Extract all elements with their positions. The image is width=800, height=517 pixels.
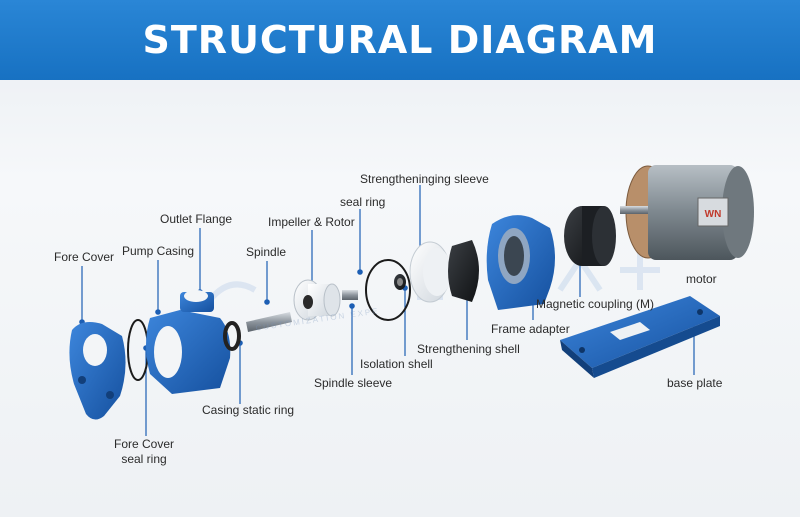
exploded-view-drawing: WN: [69, 165, 754, 436]
label-impeller-rotor: Impeller & Rotor: [268, 215, 355, 229]
page-title: STRUCTURAL DIAGRAM: [142, 18, 658, 62]
label-base-plate: base plate: [667, 376, 723, 390]
label-fore-cover-seal-ring-line2: seal ring: [121, 452, 167, 466]
magnetic-coupling-part: [564, 206, 616, 266]
label-frame-adapter: Frame adapter: [491, 322, 570, 336]
label-seal-ring: seal ring: [340, 195, 386, 209]
isolation-shell-part: [394, 274, 406, 290]
strengthening-sleeve-part: [409, 241, 451, 303]
label-strengthening-sleeve: Strengtheninging sleeve: [360, 172, 489, 186]
label-isolation-shell: Isolation shell: [360, 357, 433, 371]
label-fore-cover-seal-ring: Fore Cover seal ring: [112, 437, 176, 467]
seal-ring-part: [365, 259, 411, 321]
label-magnetic-coupling: Magnetic coupling (M): [536, 297, 655, 311]
impeller-rotor-part: [293, 279, 341, 321]
label-spindle-sleeve: Spindle sleeve: [314, 376, 393, 390]
label-fore-cover: Fore Cover: [54, 250, 115, 264]
fore-cover-part: [69, 322, 126, 420]
motor-badge: WN: [705, 209, 722, 220]
spindle-part: [246, 312, 292, 332]
motor-part: WN: [620, 165, 754, 260]
title-banner: STRUCTURAL DIAGRAM: [0, 0, 800, 80]
pump-casing-part: [146, 290, 231, 394]
strengthening-shell-part: [448, 240, 479, 302]
label-spindle: Spindle: [246, 245, 287, 259]
label-casing-static-ring: Casing static ring: [202, 403, 295, 417]
label-outlet-flange: Outlet Flange: [160, 212, 233, 226]
label-fore-cover-seal-ring-line1: Fore Cover: [113, 437, 175, 451]
label-strengthening-shell: Strengthening shell: [417, 342, 520, 356]
base-plate-part: [560, 296, 720, 378]
label-motor: motor: [686, 272, 717, 286]
spindle-sleeve-part: [342, 290, 358, 300]
frame-adapter-part: [486, 215, 555, 310]
diagram-stage: WN CUSTOMIZATION EXPE Fore Cover Pump Ca…: [0, 80, 800, 517]
casing-static-ring-part: [223, 321, 241, 351]
label-pump-casing: Pump Casing: [122, 244, 195, 258]
